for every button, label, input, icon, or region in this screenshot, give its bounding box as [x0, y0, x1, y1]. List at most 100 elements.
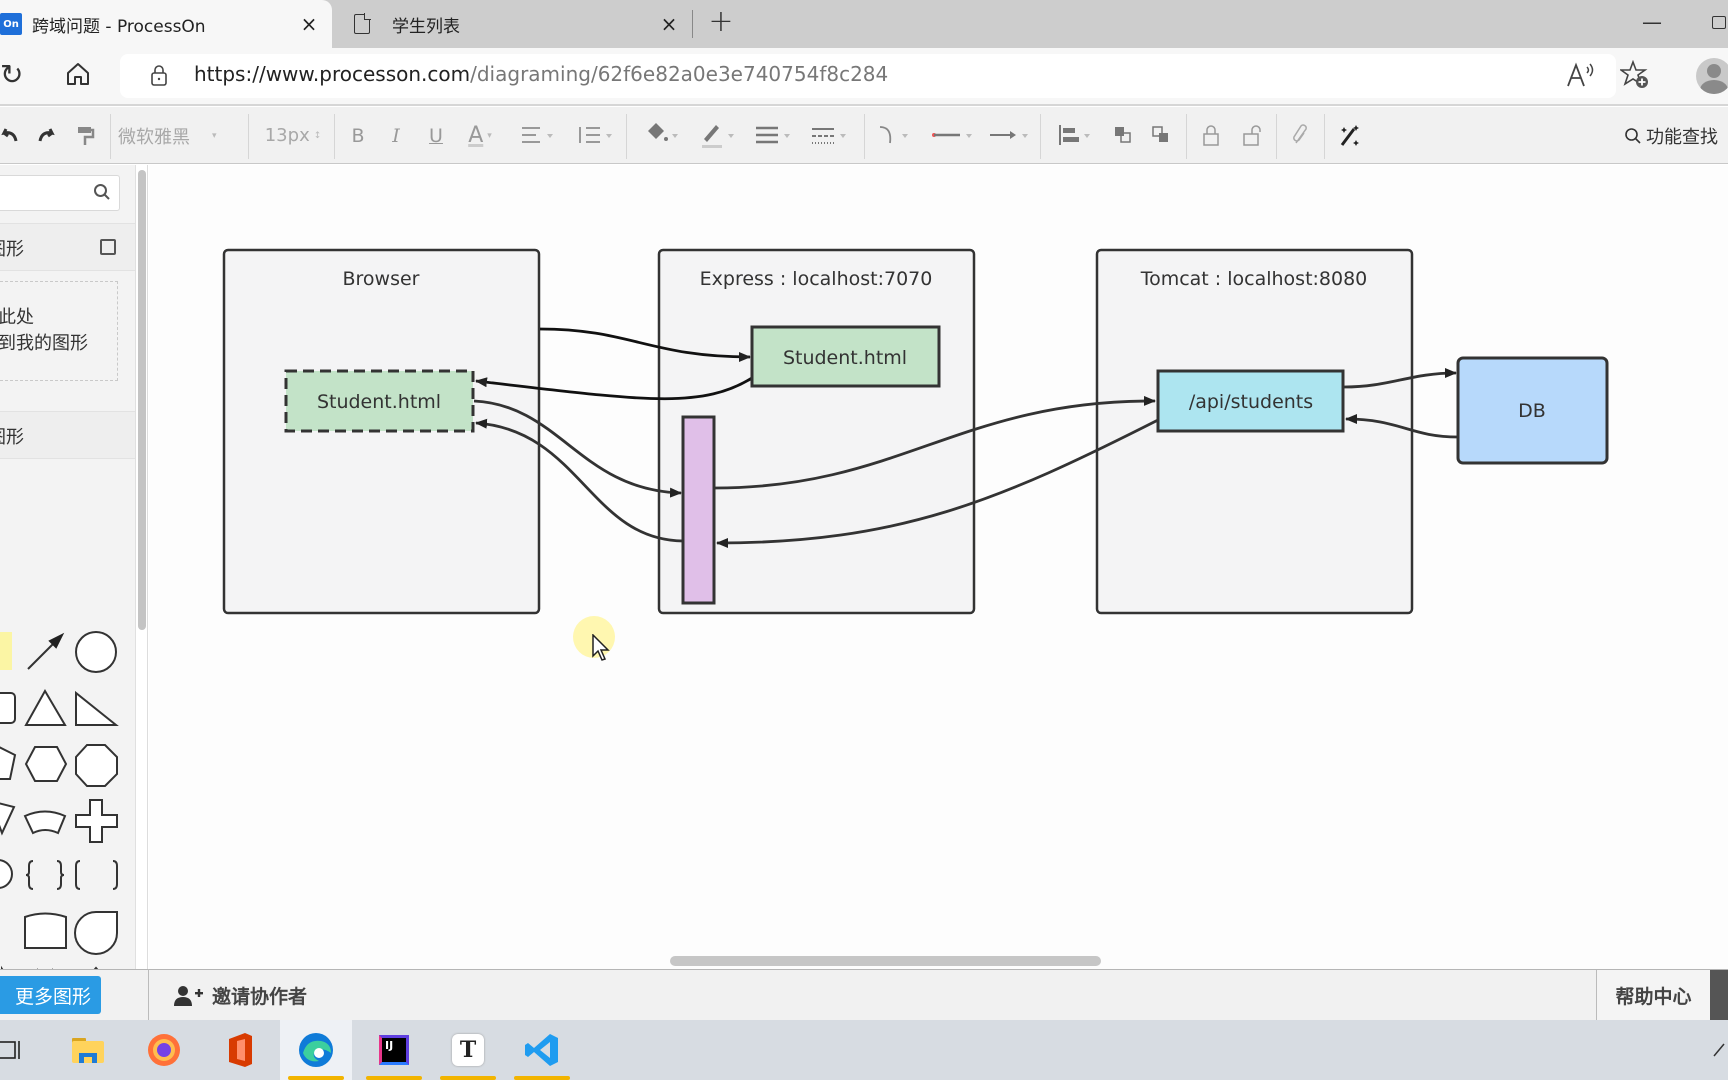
right-triangle-shape-icon[interactable]	[75, 690, 119, 726]
magic-wand-icon[interactable]	[1336, 107, 1362, 164]
align-icon[interactable]	[518, 107, 558, 164]
note-shape-icon[interactable]	[0, 632, 12, 670]
reload-icon[interactable]: ↻	[0, 58, 24, 91]
invite-collaborator-button[interactable]: 邀请协作者	[174, 982, 307, 1009]
taskbar-intellij[interactable]: IJ	[358, 1020, 430, 1080]
send-back-icon[interactable]	[1148, 107, 1174, 164]
right-brace-shape-icon[interactable]	[56, 860, 65, 890]
sector-shape-icon[interactable]	[23, 810, 67, 835]
edge-api-to-proxy[interactable]	[716, 418, 1159, 548]
line-color-icon[interactable]	[696, 107, 740, 164]
maximize-button[interactable]	[1712, 16, 1726, 29]
node-db[interactable]: DB	[1456, 356, 1609, 465]
cross-shape-icon[interactable]	[75, 799, 118, 843]
ellipse-shape-icon[interactable]	[0, 859, 13, 889]
help-center-button[interactable]: 帮助中心	[1596, 970, 1710, 1021]
more-shapes-button[interactable]: 更多图形	[0, 976, 101, 1014]
taskbar-office[interactable]	[204, 1020, 276, 1080]
chevron-down-icon: ▾	[212, 130, 217, 141]
edge-express-student-to-browser-student[interactable]	[475, 376, 753, 401]
underline-button[interactable]: U	[429, 124, 443, 147]
side-panel-toggle[interactable]	[1710, 970, 1728, 1021]
arrow-line-shape-icon[interactable]	[27, 632, 65, 670]
taskbar-firefox[interactable]	[128, 1020, 200, 1080]
edge-browser-student-to-proxy[interactable]	[473, 399, 682, 498]
url-text[interactable]: https://www.processon.com/diagraming/62f…	[194, 62, 1534, 86]
align-shapes-icon[interactable]	[1054, 107, 1094, 164]
right-bracket-shape-icon[interactable]	[112, 860, 118, 890]
new-tab-button[interactable]: +	[708, 4, 734, 39]
circle-shape-icon[interactable]	[75, 631, 117, 673]
canvas-horizontal-scrollbar[interactable]	[670, 956, 1101, 966]
edit-icon[interactable]	[100, 239, 116, 255]
add-favorite-icon[interactable]	[1620, 60, 1650, 90]
home-icon[interactable]	[64, 60, 92, 88]
format-painter-icon[interactable]	[72, 107, 98, 164]
connector-type-icon[interactable]	[874, 107, 916, 164]
redo-icon[interactable]	[34, 107, 60, 164]
basic-shapes-header[interactable]	[0, 411, 135, 459]
tab-processon[interactable]: On 跨域问题 - ProcessOn ×	[0, 0, 332, 48]
address-bar-row: ↻ https://www.processon.com/diagraming/6…	[0, 48, 1728, 106]
tab-close-icon[interactable]: ×	[660, 12, 678, 36]
edge-proxy-to-api[interactable]	[714, 395, 1156, 490]
node-api-students[interactable]: /api/students	[1156, 369, 1345, 433]
card-shape-icon[interactable]	[24, 912, 67, 949]
line-start-icon[interactable]	[926, 107, 980, 164]
taskbar-file-explorer[interactable]	[52, 1020, 124, 1080]
lock-shape-icon[interactable]	[1198, 107, 1224, 164]
node-express-student-html[interactable]: Student.html	[750, 325, 941, 388]
left-bracket-shape-icon[interactable]	[75, 860, 81, 890]
edge-icon	[299, 1033, 333, 1067]
container-label: Browser	[343, 268, 420, 290]
edge-browser-to-express-student[interactable]	[539, 327, 751, 362]
minimize-button[interactable]: —	[1642, 10, 1662, 34]
node-browser-student-html[interactable]: Student.html	[284, 369, 475, 433]
taskbar-edge[interactable]	[280, 1020, 352, 1080]
link-icon[interactable]	[1288, 107, 1314, 164]
leaf-shape-icon[interactable]	[74, 911, 118, 955]
edge-api-to-db[interactable]	[1343, 368, 1457, 389]
font-color-button[interactable]: A▾	[462, 107, 498, 164]
line-end-arrow-icon[interactable]	[984, 107, 1034, 164]
taskbar-typora[interactable]: T	[432, 1020, 504, 1080]
url-input[interactable]	[120, 54, 1616, 98]
pentagon-shape-icon[interactable]	[0, 745, 17, 780]
font-family-select[interactable]: 微软雅黑▾	[118, 107, 242, 164]
hexagon-shape-icon[interactable]	[24, 746, 68, 782]
line-spacing-icon[interactable]	[574, 107, 616, 164]
my-shapes-header[interactable]	[0, 223, 135, 271]
unlock-shape-icon[interactable]	[1238, 107, 1264, 164]
feature-search-button[interactable]: 功能查找	[1624, 107, 1728, 164]
profile-avatar[interactable]	[1696, 58, 1728, 94]
font-size-stepper[interactable]: 13px↕	[256, 107, 330, 164]
line-style-icon[interactable]	[808, 107, 852, 164]
shape-search-input[interactable]	[0, 175, 120, 211]
lock-icon[interactable]	[150, 64, 168, 86]
taskbar-vscode[interactable]	[506, 1020, 578, 1080]
read-aloud-icon[interactable]	[1566, 62, 1596, 88]
fill-color-icon[interactable]	[640, 107, 682, 164]
tray-chevron-icon[interactable]	[1712, 1040, 1726, 1060]
tab-close-icon[interactable]: ×	[300, 12, 318, 36]
bold-button[interactable]: B	[351, 124, 365, 147]
rounded-rect-shape-icon[interactable]	[0, 692, 16, 724]
undo-icon[interactable]	[0, 107, 22, 164]
node-express-proxy[interactable]	[681, 415, 716, 605]
search-icon[interactable]	[93, 183, 111, 201]
triangle-shape-icon[interactable]	[24, 688, 67, 726]
tab-student-list[interactable]: 学生列表 ×	[340, 0, 692, 48]
trapezoid-shape-icon[interactable]	[0, 801, 16, 836]
left-brace-shape-icon[interactable]	[25, 860, 34, 890]
octagon-shape-icon[interactable]	[75, 744, 118, 787]
line-width-icon[interactable]	[752, 107, 796, 164]
task-view-icon[interactable]	[0, 1020, 30, 1080]
italic-button[interactable]: I	[392, 124, 400, 147]
edge-db-to-api[interactable]	[1345, 414, 1459, 439]
bring-front-icon[interactable]	[1110, 107, 1136, 164]
my-shapes-drop-zone[interactable]	[0, 281, 118, 381]
edge-proxy-to-browser-student[interactable]	[475, 418, 684, 543]
container-browser[interactable]: Browser	[222, 248, 541, 615]
toolbar-separator	[110, 114, 111, 159]
sidebar-scrollbar-thumb[interactable]	[138, 170, 146, 630]
